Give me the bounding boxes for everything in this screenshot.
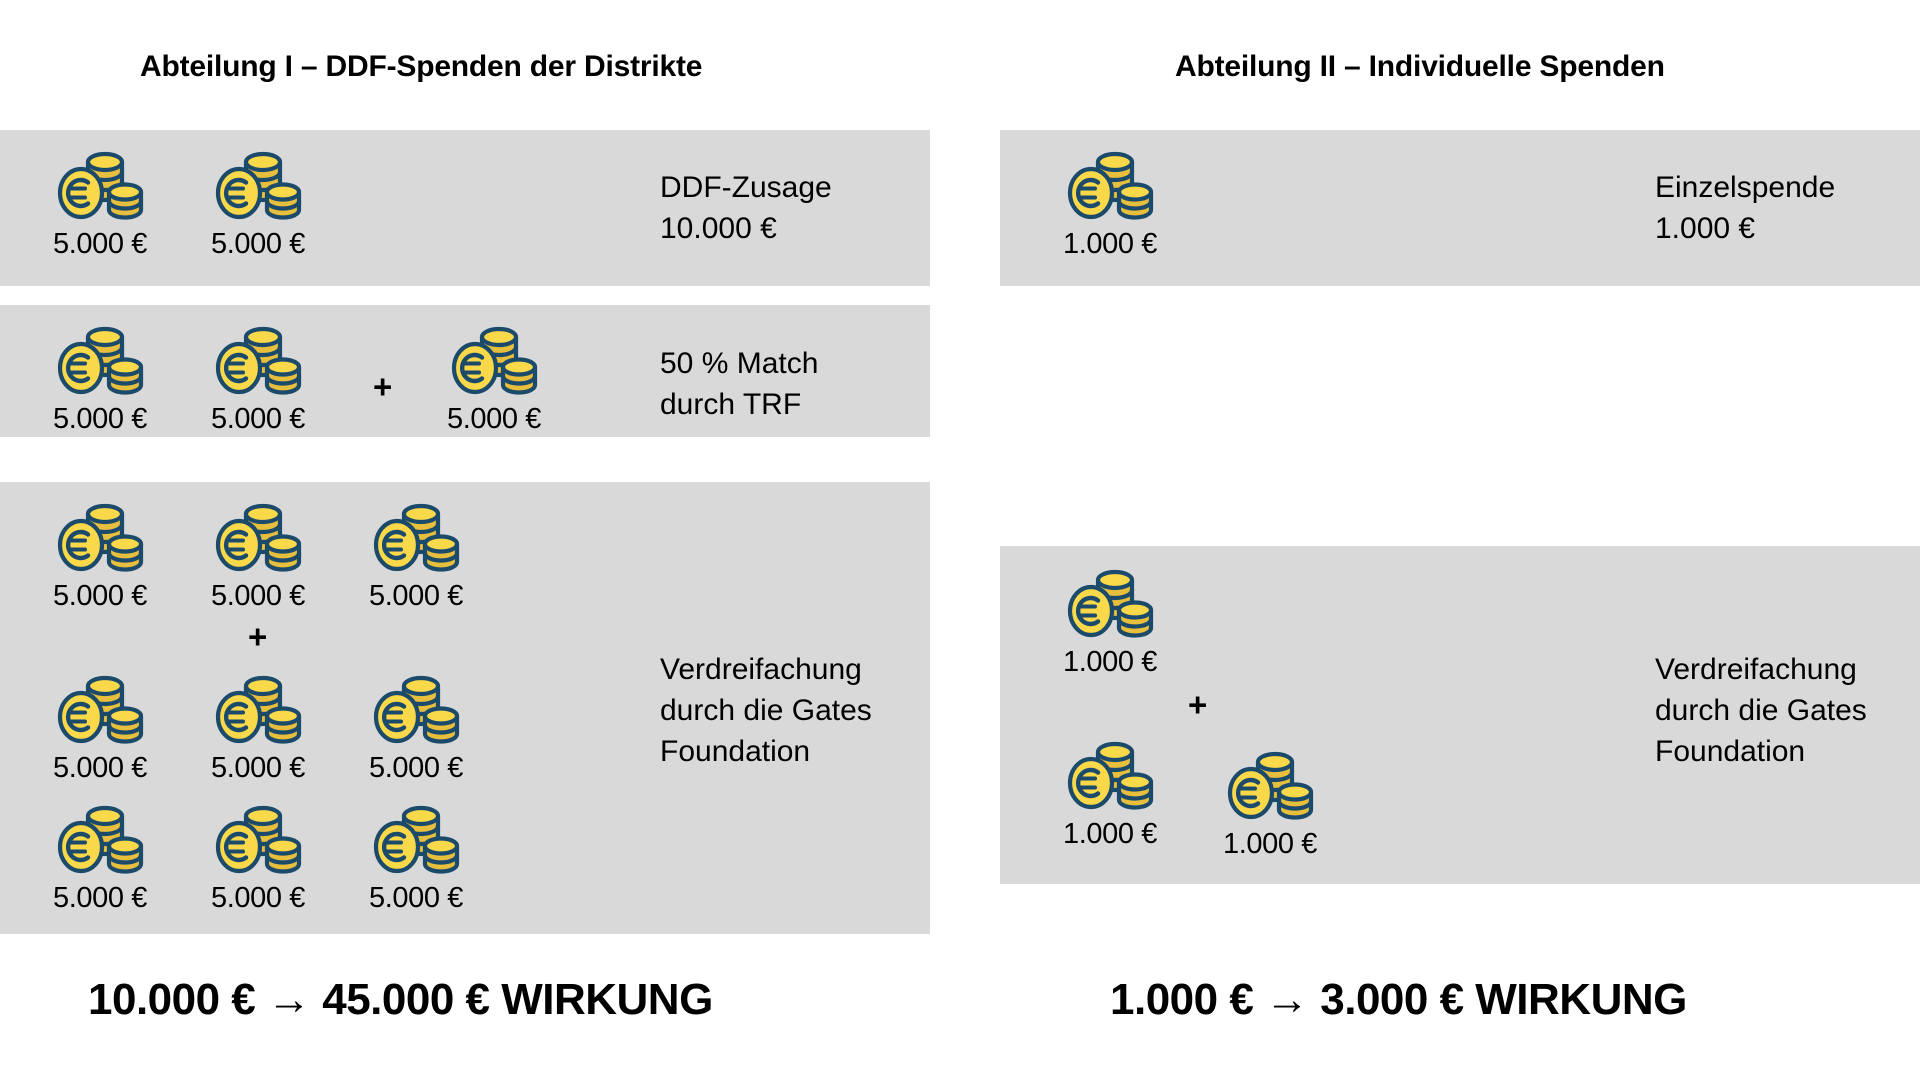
coin-amount-label: 5.000 €: [447, 403, 541, 435]
coin-stack-euro-icon: [370, 672, 462, 750]
coin-stack-euro-icon: [54, 802, 146, 880]
coin-unit: 5.000 €: [196, 672, 320, 785]
coin-unit: 5.000 €: [354, 500, 478, 613]
band-description-line: 1.000 €: [1655, 211, 1756, 245]
coin-stack-euro-icon: [1064, 738, 1156, 816]
coin-unit: 5.000 €: [38, 672, 162, 785]
band-ddf-zusage: [0, 130, 930, 286]
coin-amount-label: 1.000 €: [1063, 646, 1157, 678]
coin-stack-euro-icon: [212, 802, 304, 880]
coin-stack-euro-icon: [370, 802, 462, 880]
coin-amount-label: 5.000 €: [211, 580, 305, 612]
band-description-line: Foundation: [660, 734, 811, 768]
coin-unit: 5.000 €: [196, 500, 320, 613]
coin-unit: 5.000 €: [196, 148, 320, 261]
coin-unit: 5.000 €: [38, 802, 162, 915]
band-gates-tripling-right: [1000, 546, 1920, 884]
coin-unit: 5.000 €: [432, 323, 556, 436]
coin-stack-euro-icon: [54, 500, 146, 578]
coin-unit: 5.000 €: [354, 802, 478, 915]
coin-unit: 5.000 €: [196, 323, 320, 436]
summary-impact-abteilung-1: 10.000 € → 45.000 € WIRKUNG: [88, 975, 713, 1024]
coin-amount-label: 1.000 €: [1063, 818, 1157, 850]
band-description-trf-match: 50 % Match durch TRF: [660, 344, 818, 426]
coin-stack-euro-icon: [1064, 148, 1156, 226]
coin-stack-euro-icon: [212, 148, 304, 226]
band-description-gates-right: Verdreifachung durch die Gates Foundatio…: [1655, 650, 1867, 772]
coin-unit: 1.000 €: [1048, 148, 1172, 261]
coin-amount-label: 5.000 €: [211, 228, 305, 260]
coin-stack-euro-icon: [370, 500, 462, 578]
band-description-line: Foundation: [1655, 734, 1806, 768]
band-description-line: Einzelspende: [1655, 171, 1836, 204]
coin-stack-euro-icon: [212, 672, 304, 750]
coin-stack-euro-icon: [54, 148, 146, 226]
plus-sign: +: [373, 368, 393, 405]
band-einzelspende: [1000, 130, 1920, 286]
coin-amount-label: 1.000 €: [1223, 828, 1317, 860]
band-description-line: Verdreifachung: [1655, 653, 1857, 686]
coin-unit: 1.000 €: [1208, 748, 1332, 861]
band-description-gates-left: Verdreifachung durch die Gates Foundatio…: [660, 650, 872, 772]
coin-amount-label: 5.000 €: [369, 882, 463, 914]
coin-stack-euro-icon: [1224, 748, 1316, 826]
coin-unit: 1.000 €: [1048, 738, 1172, 851]
band-description-line: 10.000 €: [660, 211, 777, 245]
coin-amount-label: 5.000 €: [53, 882, 147, 914]
coin-unit: 5.000 €: [38, 148, 162, 261]
coin-stack-euro-icon: [54, 323, 146, 401]
coin-unit: 5.000 €: [38, 323, 162, 436]
coin-amount-label: 5.000 €: [53, 580, 147, 612]
coin-amount-label: 5.000 €: [53, 228, 147, 260]
band-description-line: 50 % Match: [660, 347, 819, 380]
coin-unit: 5.000 €: [38, 500, 162, 613]
coin-amount-label: 5.000 €: [211, 752, 305, 784]
band-description-line: durch TRF: [660, 387, 802, 421]
column-title-abteilung-1: Abteilung I – DDF-Spenden der Distrikte: [140, 50, 703, 83]
coin-amount-label: 5.000 €: [211, 882, 305, 914]
band-description-ddf-zusage: DDF-Zusage 10.000 €: [660, 168, 832, 250]
band-description-line: durch die Gates: [1655, 693, 1867, 727]
coin-amount-label: 5.000 €: [369, 752, 463, 784]
coin-stack-euro-icon: [448, 323, 540, 401]
coin-amount-label: 5.000 €: [369, 580, 463, 612]
coin-amount-label: 5.000 €: [53, 403, 147, 435]
plus-sign: +: [248, 618, 268, 655]
coin-unit: 5.000 €: [354, 672, 478, 785]
plus-sign: +: [1188, 686, 1208, 723]
band-description-line: durch die Gates: [660, 693, 872, 727]
coin-stack-euro-icon: [1064, 566, 1156, 644]
coin-unit: 1.000 €: [1048, 566, 1172, 679]
coin-stack-euro-icon: [212, 323, 304, 401]
summary-impact-abteilung-2: 1.000 € → 3.000 € WIRKUNG: [1110, 975, 1687, 1024]
band-gates-tripling-left: [0, 482, 930, 934]
band-description-line: DDF-Zusage: [660, 171, 832, 204]
band-description-einzelspende: Einzelspende 1.000 €: [1655, 168, 1835, 250]
coin-stack-euro-icon: [54, 672, 146, 750]
coin-amount-label: 5.000 €: [53, 752, 147, 784]
column-title-abteilung-2: Abteilung II – Individuelle Spenden: [1175, 50, 1665, 83]
band-description-line: Verdreifachung: [660, 653, 862, 686]
coin-stack-euro-icon: [212, 500, 304, 578]
coin-amount-label: 5.000 €: [211, 403, 305, 435]
coin-unit: 5.000 €: [196, 802, 320, 915]
coin-amount-label: 1.000 €: [1063, 228, 1157, 260]
